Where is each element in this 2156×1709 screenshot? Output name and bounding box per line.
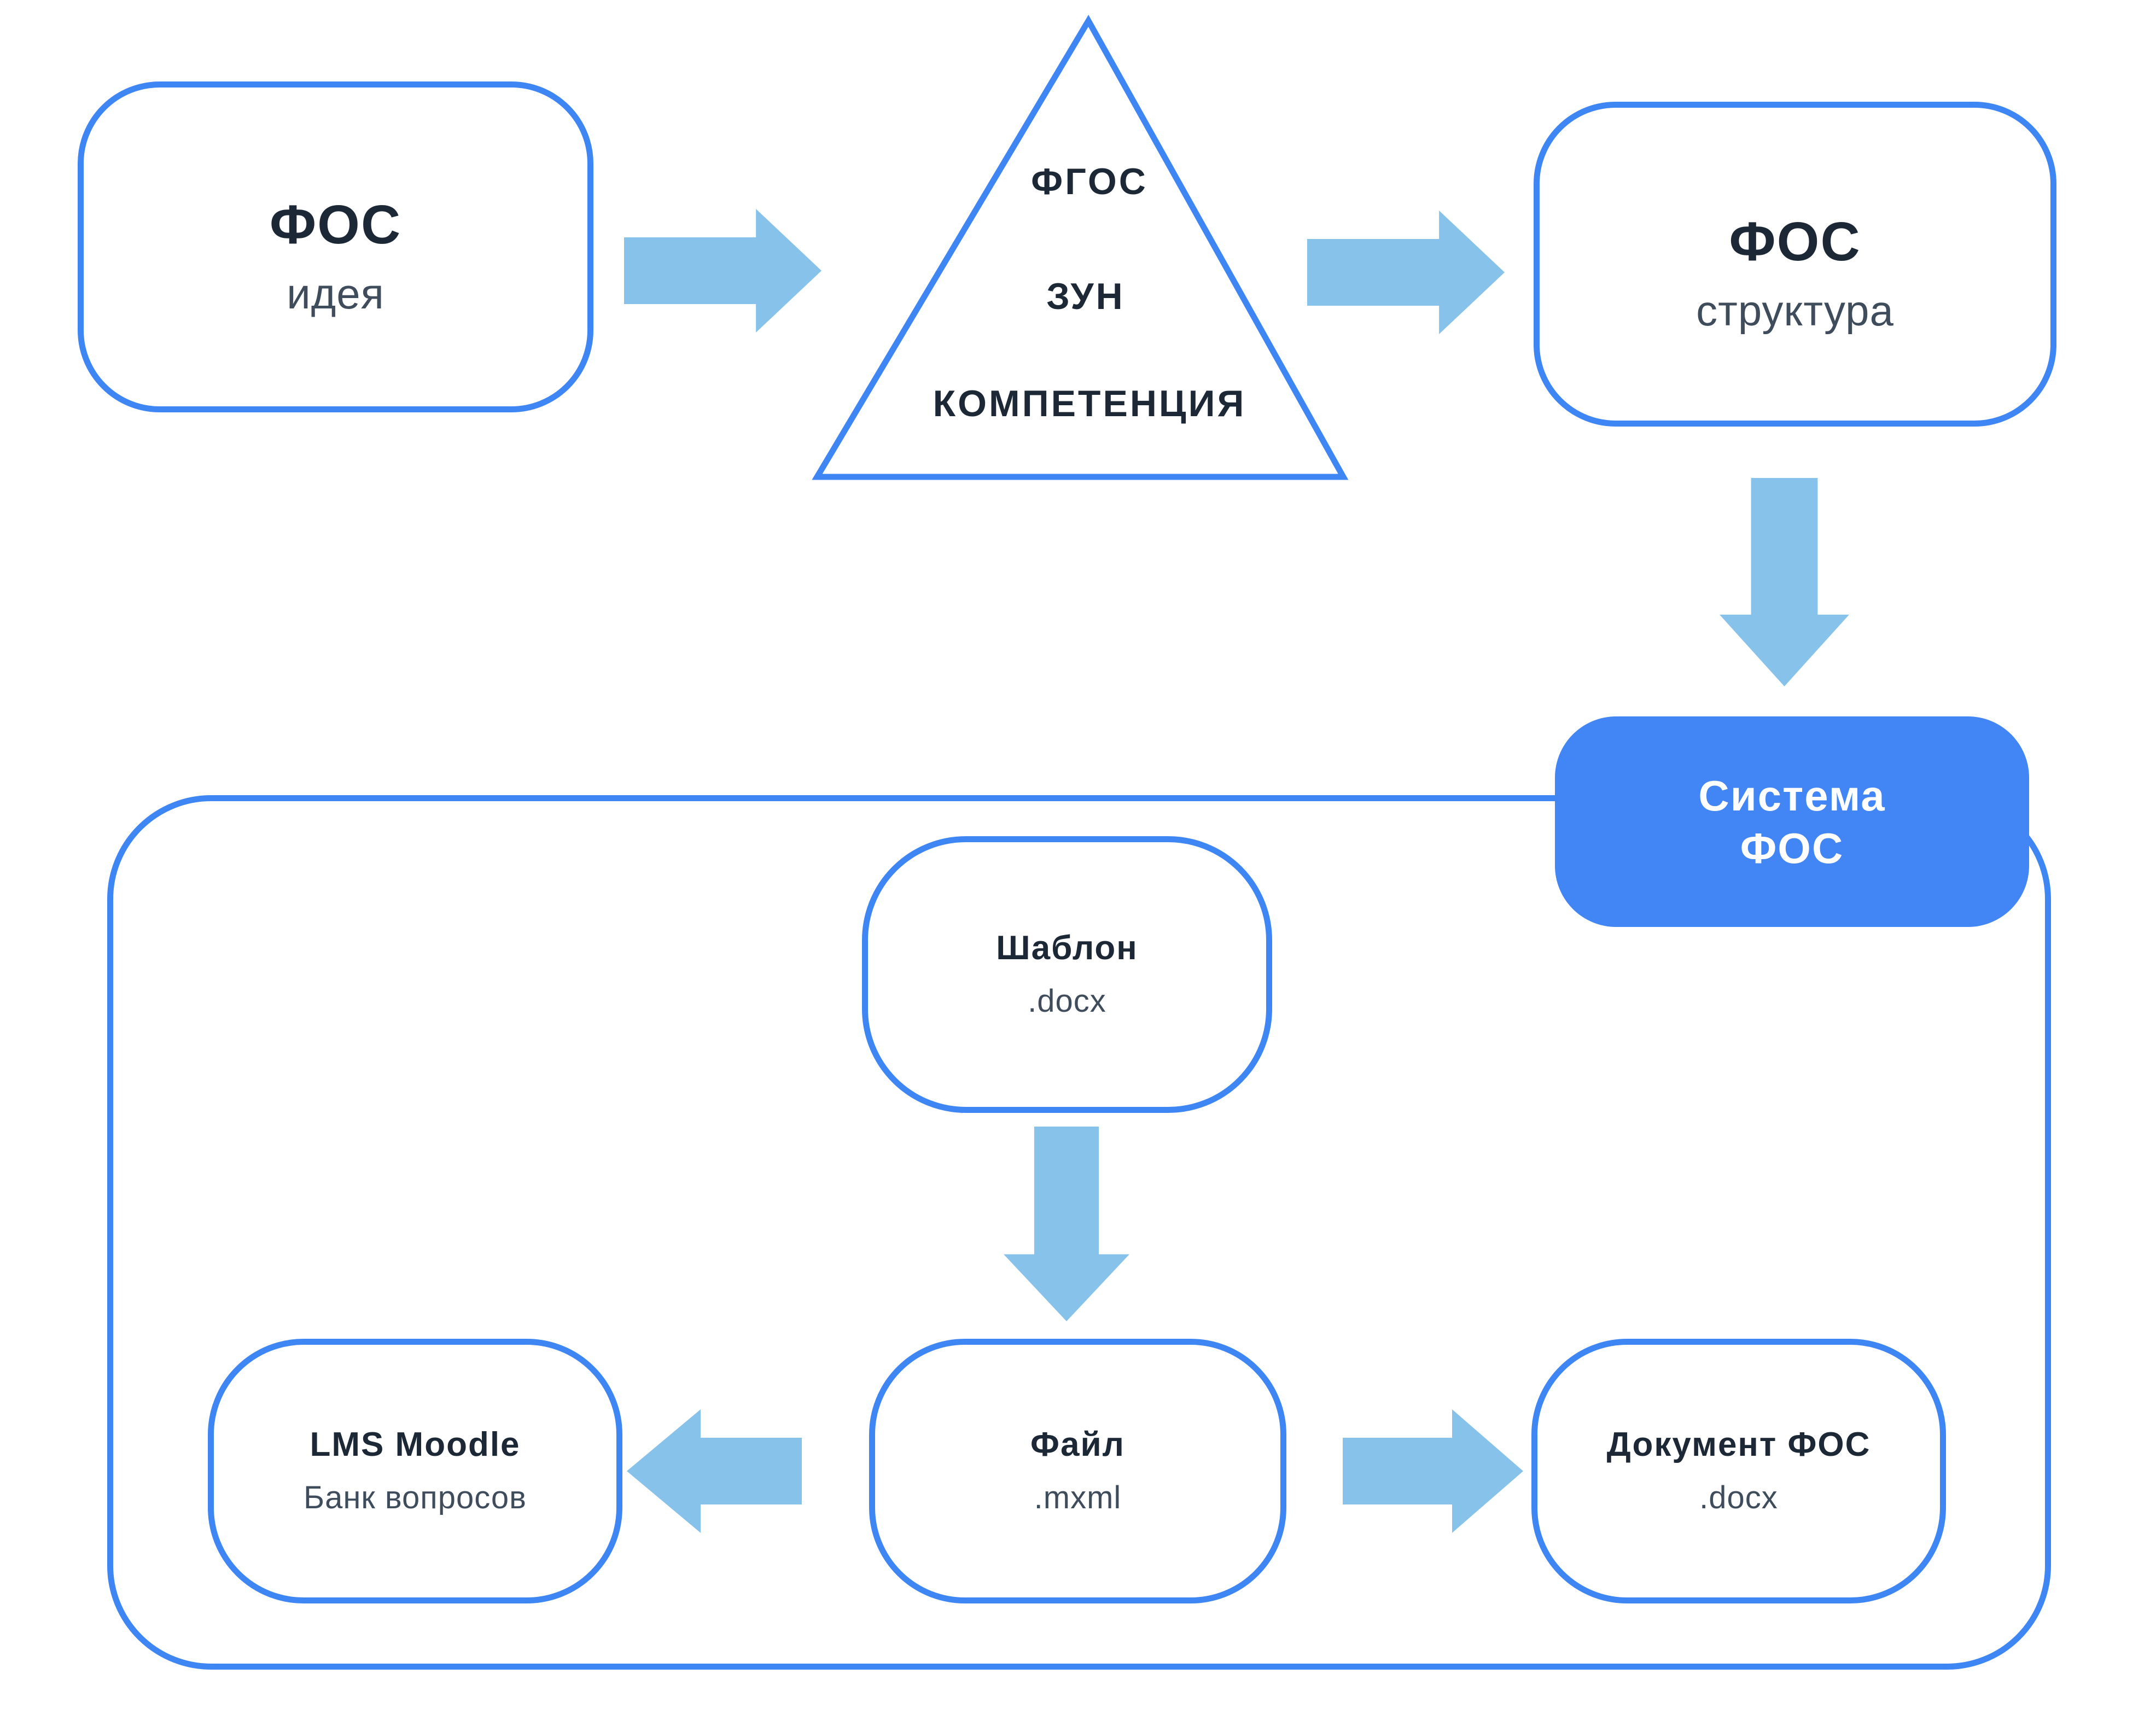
fos-structure-subtitle: структура (1696, 287, 1894, 335)
arrow-structure-to-system-icon (1720, 478, 1849, 686)
system-fos-box: Система ФОС (1555, 716, 2029, 927)
pyramid-triangle (812, 14, 1349, 480)
document-fos-box: Документ ФОС .docx (1531, 1339, 1946, 1603)
arrow-idea-to-pyramid-icon (624, 209, 821, 333)
fos-idea-subtitle: идея (287, 269, 384, 318)
fos-idea-box: ФОС идея (78, 81, 593, 412)
template-subtitle: .docx (1028, 983, 1106, 1019)
system-fos-line1: Система (1698, 771, 1886, 820)
lms-subtitle: Банк вопросов (304, 1480, 527, 1516)
pyramid-triangle-outline (812, 14, 1349, 480)
pyramid-level-zun: ЗУН (1046, 276, 1125, 317)
file-title: Файл (1030, 1425, 1125, 1463)
fos-structure-title: ФОС (1729, 211, 1861, 273)
template-title: Шаблон (996, 929, 1138, 967)
pyramid-level-kompetencia: КОМПЕТЕНЦИЯ (933, 383, 1246, 424)
fos-idea-title: ФОС (269, 194, 402, 255)
fos-structure-box: ФОС структура (1534, 102, 2056, 427)
lms-title: LMS Moodle (310, 1425, 521, 1463)
pyramid-level-fgos: ФГОС (1031, 161, 1148, 202)
template-docx-box: Шаблон .docx (862, 836, 1272, 1113)
document-subtitle: .docx (1699, 1480, 1778, 1516)
file-subtitle: .mxml (1034, 1480, 1122, 1516)
system-fos-line2: ФОС (1740, 824, 1844, 872)
file-mxml-box: Файл .mxml (869, 1339, 1286, 1603)
lms-moodle-box: LMS Moodle Банк вопросов (208, 1339, 622, 1603)
system-fos-container (107, 795, 2051, 1670)
document-title: Документ ФОС (1606, 1425, 1871, 1463)
